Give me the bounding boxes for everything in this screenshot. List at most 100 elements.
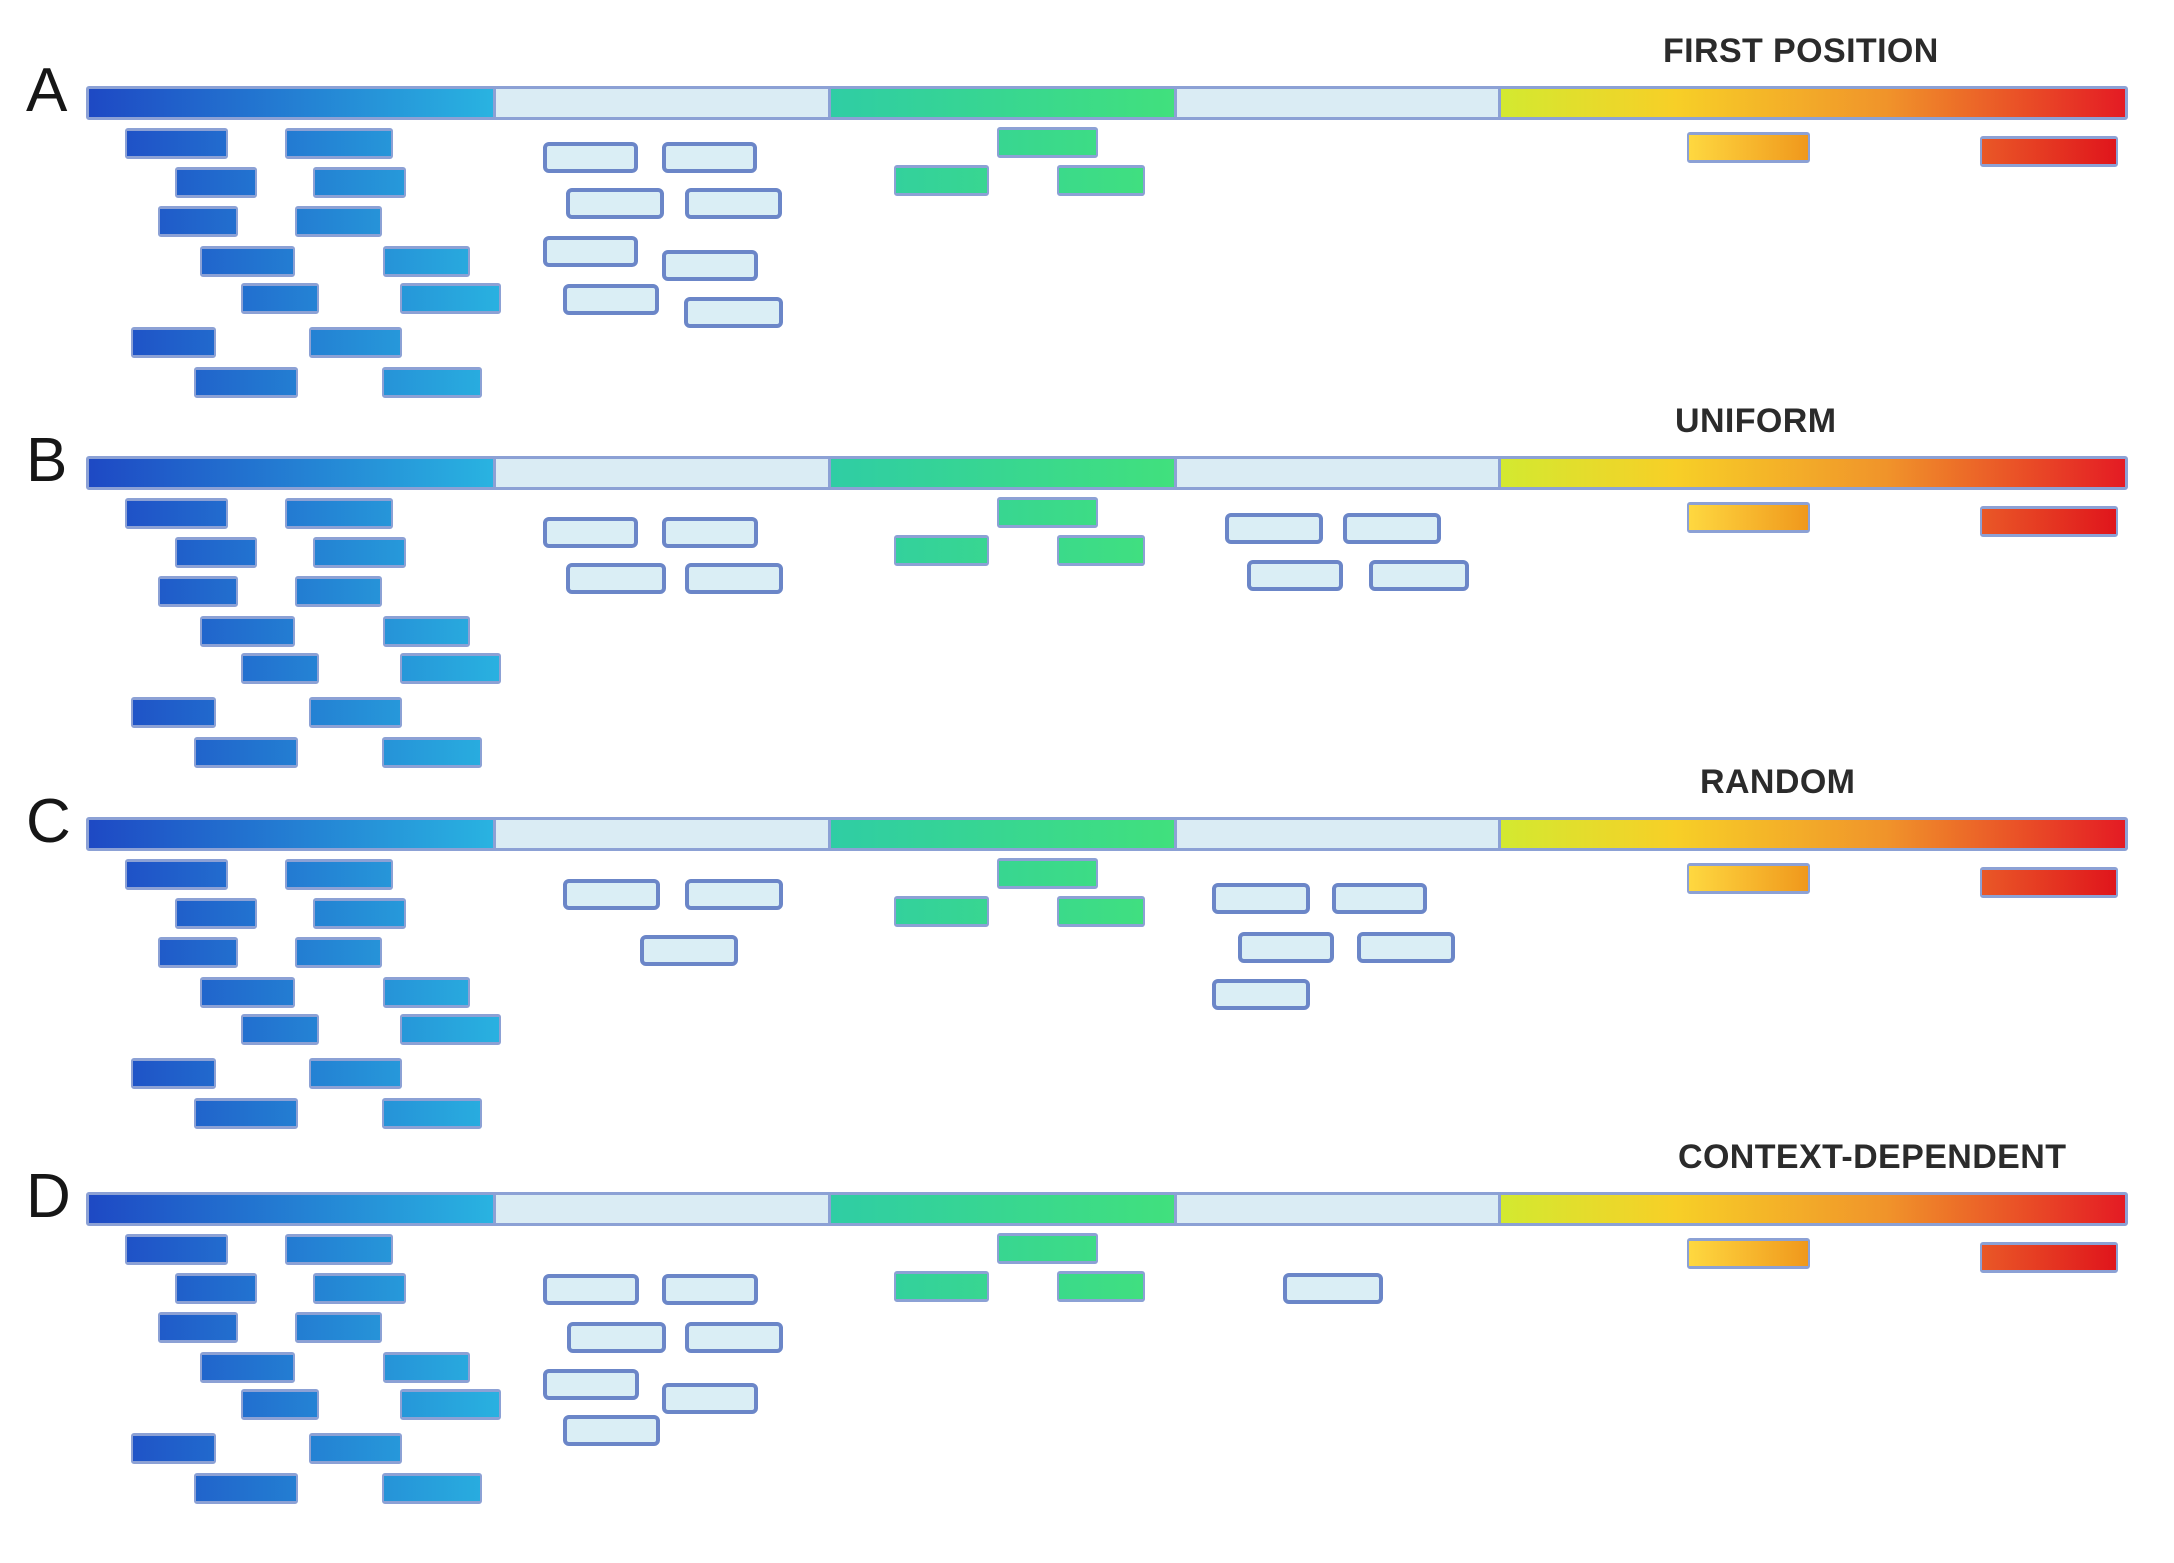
bar-segment-light xyxy=(1174,459,1498,487)
read-blue xyxy=(125,128,228,159)
read-light xyxy=(662,1274,758,1305)
read-blue xyxy=(158,576,238,607)
bar-segment-light xyxy=(493,89,828,117)
read-light xyxy=(685,1322,783,1353)
read-blue xyxy=(309,697,402,728)
read-blue xyxy=(200,246,295,277)
bar-segment-blue-gradient xyxy=(89,89,493,117)
read-light xyxy=(567,1322,666,1353)
read-blue xyxy=(400,653,501,684)
read-blue xyxy=(200,977,295,1008)
read-green xyxy=(1057,896,1145,927)
read-red xyxy=(1980,1242,2118,1273)
read-blue xyxy=(309,1433,402,1464)
read-blue xyxy=(400,283,501,314)
read-red xyxy=(1980,136,2118,167)
read-light xyxy=(662,250,758,281)
read-light xyxy=(662,1383,758,1414)
read-light xyxy=(543,1369,639,1400)
bar-segment-light xyxy=(1174,89,1498,117)
read-blue xyxy=(175,167,257,198)
bar-segment-heat-gradient xyxy=(1498,459,2125,487)
bar-segment-blue-gradient xyxy=(89,820,493,848)
read-light xyxy=(1357,932,1455,963)
read-light xyxy=(1238,932,1334,963)
read-red xyxy=(1980,867,2118,898)
read-green xyxy=(894,165,989,196)
read-light xyxy=(685,879,783,910)
read-blue xyxy=(313,898,406,929)
read-light xyxy=(1212,979,1310,1010)
read-blue xyxy=(125,498,228,529)
read-green xyxy=(894,535,989,566)
read-blue xyxy=(131,697,216,728)
bar-segment-green-gradient xyxy=(828,820,1174,848)
read-blue xyxy=(175,537,257,568)
read-blue xyxy=(285,859,393,890)
read-blue xyxy=(241,1014,319,1045)
read-light xyxy=(1283,1273,1383,1304)
genome-bar-c xyxy=(86,817,2128,851)
read-blue xyxy=(158,206,238,237)
read-blue xyxy=(382,1473,482,1504)
genome-bar-a xyxy=(86,86,2128,120)
read-light xyxy=(662,142,757,173)
read-blue xyxy=(285,1234,393,1265)
read-blue xyxy=(175,898,257,929)
read-green xyxy=(1057,1271,1145,1302)
read-blue xyxy=(194,367,298,398)
read-orange xyxy=(1687,132,1810,163)
bar-segment-blue-gradient xyxy=(89,459,493,487)
read-blue xyxy=(309,1058,402,1089)
read-blue xyxy=(285,498,393,529)
read-blue xyxy=(295,206,382,237)
panel-b-label: B xyxy=(26,426,68,495)
read-blue xyxy=(382,1098,482,1129)
read-blue xyxy=(309,327,402,358)
read-orange xyxy=(1687,1238,1810,1269)
read-blue xyxy=(313,1273,406,1304)
read-light xyxy=(563,1415,660,1446)
bar-segment-blue-gradient xyxy=(89,1195,493,1223)
bar-segment-green-gradient xyxy=(828,459,1174,487)
read-blue xyxy=(131,327,216,358)
read-blue xyxy=(295,937,382,968)
read-light xyxy=(684,297,783,328)
read-green xyxy=(894,1271,989,1302)
read-light xyxy=(543,517,638,548)
read-green xyxy=(1057,165,1145,196)
read-green xyxy=(997,497,1098,528)
bar-segment-light xyxy=(1174,820,1498,848)
read-blue xyxy=(241,1389,319,1420)
read-green xyxy=(997,1233,1098,1264)
read-blue xyxy=(400,1389,501,1420)
bar-segment-heat-gradient xyxy=(1498,1195,2125,1223)
read-green xyxy=(997,127,1098,158)
read-blue xyxy=(241,653,319,684)
read-light xyxy=(1369,560,1469,591)
read-blue xyxy=(175,1273,257,1304)
read-blue xyxy=(313,537,406,568)
bar-segment-heat-gradient xyxy=(1498,820,2125,848)
read-blue xyxy=(194,737,298,768)
genome-bar-b xyxy=(86,456,2128,490)
read-light xyxy=(685,188,782,219)
read-blue xyxy=(131,1058,216,1089)
read-blue xyxy=(383,246,470,277)
read-blue xyxy=(194,1473,298,1504)
read-orange xyxy=(1687,502,1810,533)
bar-segment-light xyxy=(493,459,828,487)
read-blue xyxy=(158,937,238,968)
read-light xyxy=(543,236,638,267)
bar-segment-light xyxy=(1174,1195,1498,1223)
read-green xyxy=(997,858,1098,889)
read-light xyxy=(1332,883,1427,914)
read-blue xyxy=(131,1433,216,1464)
read-light xyxy=(563,879,660,910)
read-blue xyxy=(400,1014,501,1045)
bar-segment-green-gradient xyxy=(828,1195,1174,1223)
read-light xyxy=(543,142,638,173)
bar-segment-heat-gradient xyxy=(1498,89,2125,117)
read-blue xyxy=(125,859,228,890)
